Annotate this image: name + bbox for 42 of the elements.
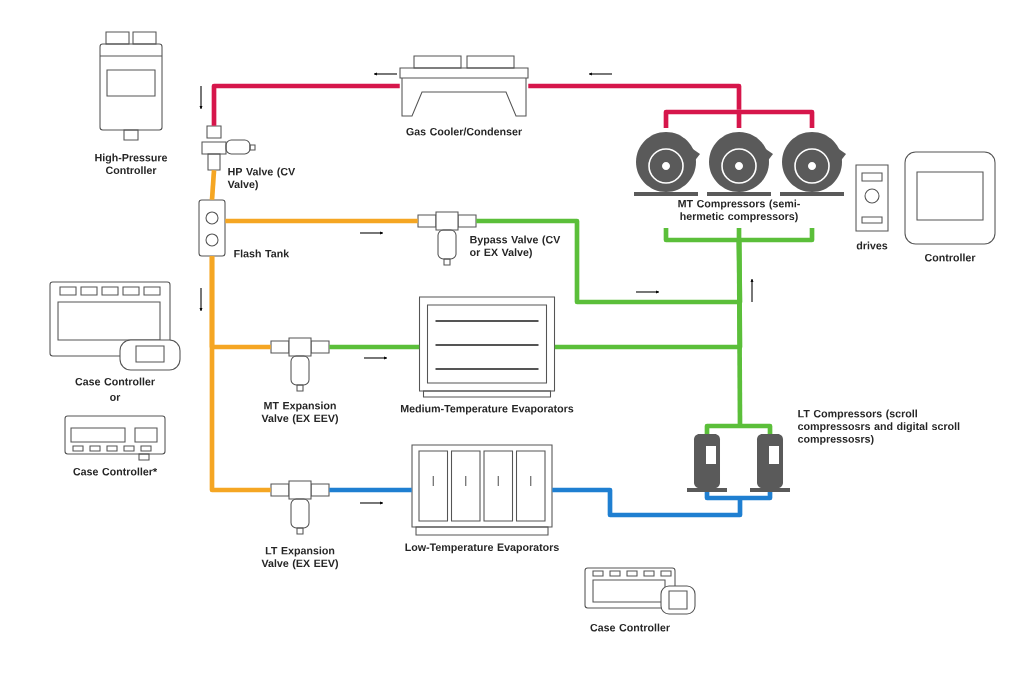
node-label: LT Expansion Valve (EX EEV) [261,546,338,570]
pipe [552,487,743,518]
pipe [225,218,418,224]
pipe [329,344,420,350]
node-label: Flash Tank [234,249,290,258]
node-label: High-Pressure Controller [95,153,168,175]
node-label: Controller [924,253,976,262]
pipe [209,256,271,493]
pipe [329,487,412,493]
case-controller: Case Controller* [64,415,166,476]
case-controller: Case Controller [584,567,696,632]
pipe [211,83,400,126]
pipe [209,170,217,200]
node-label: Case Controller [75,377,155,386]
node-label: Case Controller [590,623,670,632]
node-label: Case Controller* [73,467,158,476]
compressor-group: MT Compressors (semi-hermetic compressors) [634,109,846,243]
evaporator-case: Medium-Temperature Evaporators [401,296,574,415]
valve: MT Expansion Valve (EX EEV) [261,337,338,425]
valve: LT Expansion Valve (EX EEV) [261,480,338,570]
caption-text: or [110,395,121,401]
valve: Bypass Valve (CV or EX Valve) [417,211,561,266]
node-label: Low-Temperature Evaporators [405,543,559,554]
pipe [528,83,742,110]
controller: High-Pressure Controller [95,31,168,175]
evaporator-case: Low-Temperature Evaporators [405,444,559,554]
node-label: MT Expansion Valve (EX EEV) [261,401,338,425]
compressor-group: LT Compressors (scroll compressosrs and digital scroll compressosrs) [687,409,960,501]
case-controller: Case Controller [49,281,181,386]
gas-cooler: Gas Cooler/Condenser [399,55,529,136]
node-label: MT Compressors (semi-hermetic compressors) [678,199,800,223]
drive-unit: drives [855,164,889,250]
pipe [476,218,743,305]
valve: HP Valve (CV Valve) [201,125,296,191]
pipe [736,240,743,426]
node-label: Medium-Temperature Evaporators [400,404,574,415]
node-label: HP Valve (CV Valve) [227,167,296,191]
flash-tank: Flash Tank [198,199,290,258]
node-label: Gas Cooler/Condenser [406,127,522,136]
controller: Controller [904,151,996,262]
node-label: LT Compressors (scroll compressosrs and digital scroll compressosrs) [798,409,960,445]
node-label: Bypass Valve (CV or EX Valve) [470,235,561,259]
